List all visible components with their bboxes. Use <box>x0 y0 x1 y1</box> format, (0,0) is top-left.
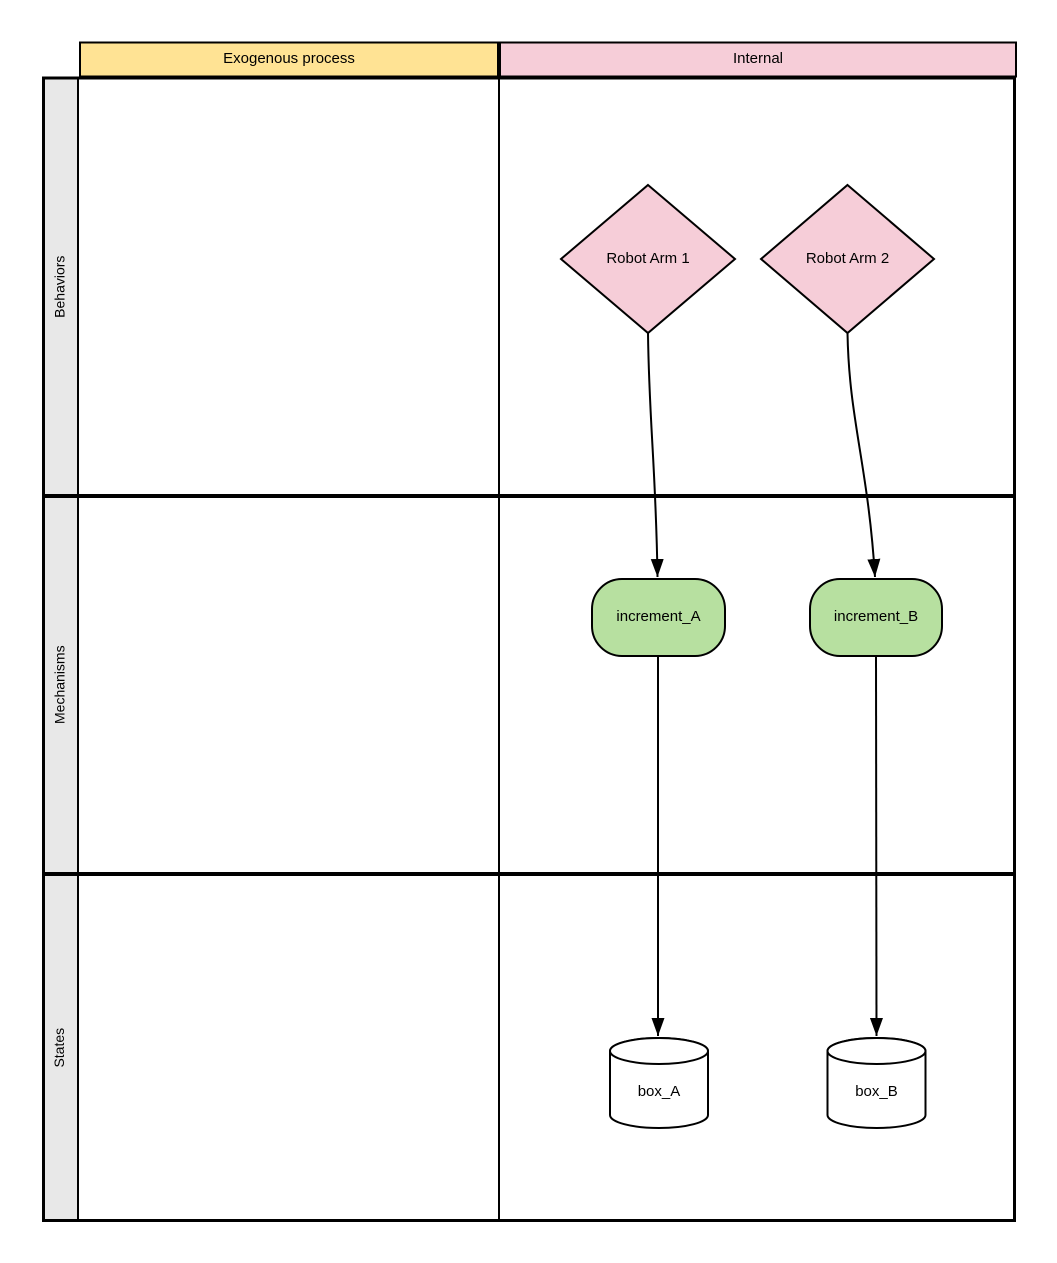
node-box-b <box>826 1037 927 1129</box>
edge-robot-arm-2-to-increment-b <box>846 332 881 578</box>
node-increment-a <box>591 578 726 657</box>
row-header-lane-bg <box>42 78 78 1222</box>
node-robot-arm-2 <box>759 183 936 335</box>
column-header-internal-bg <box>499 41 1017 78</box>
grid-lines <box>42 76 1016 1222</box>
cylinder-top-ellipse <box>609 1037 709 1065</box>
edge-increment-b-to-box-b <box>869 655 883 1037</box>
column-header-exogenous-bg <box>79 41 499 78</box>
node-box-a <box>609 1037 709 1129</box>
edge-robot-arm-1-to-increment-a <box>647 332 664 578</box>
cylinder-top-ellipse <box>826 1037 927 1065</box>
node-robot-arm-1 <box>559 183 737 335</box>
node-increment-b <box>809 578 943 657</box>
